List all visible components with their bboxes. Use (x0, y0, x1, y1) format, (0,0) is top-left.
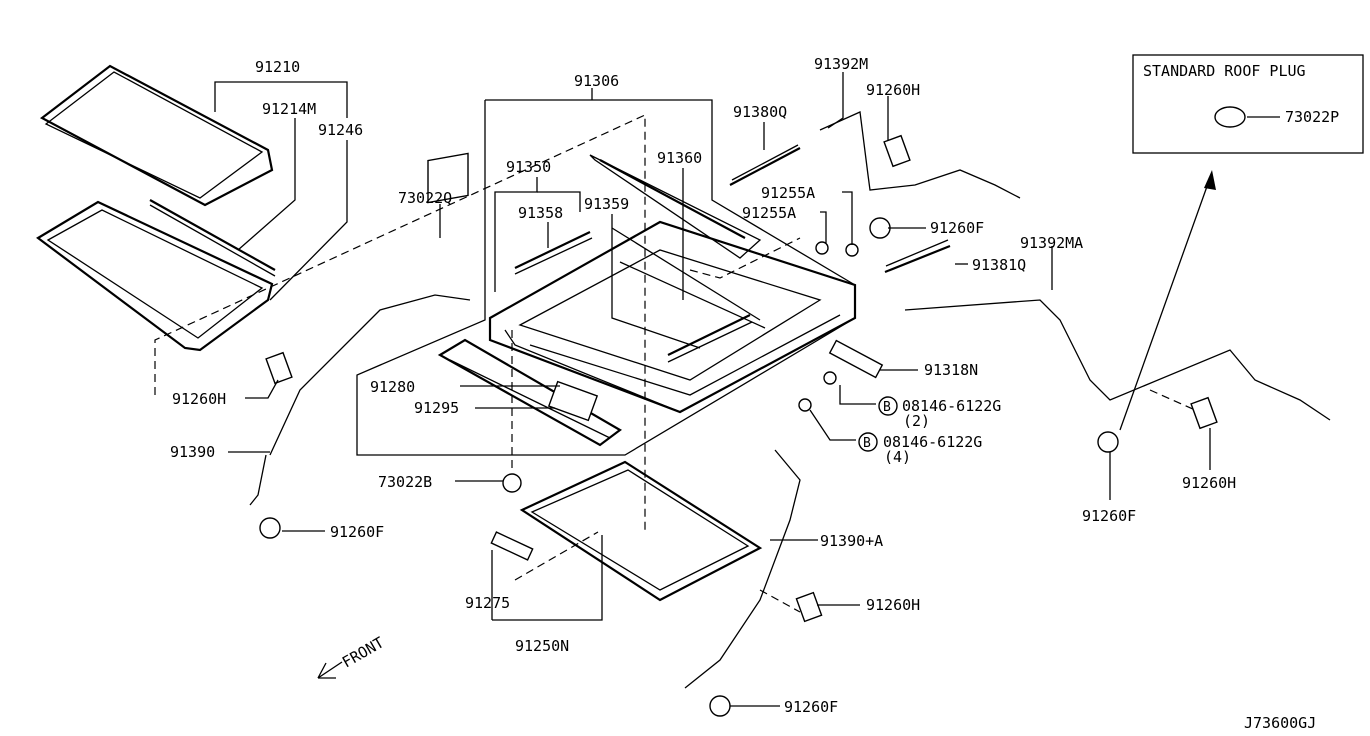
bracket-91275-drawing (490, 531, 534, 561)
label-91246: 91246 (318, 121, 363, 139)
label-91350: 91350 (506, 158, 551, 176)
drain-hose-91392MA-drawing (904, 299, 1331, 421)
seal-91380Q-drawing (729, 147, 801, 186)
label-91260F-bottom: 91260F (784, 698, 838, 716)
drain-hose-91392M-drawing (819, 111, 1021, 199)
label-91260H-left: 91260H (172, 390, 226, 408)
label-91358: 91358 (518, 204, 563, 222)
rail-91358-drawing (514, 231, 591, 269)
seal-91381Q-drawing (884, 244, 951, 274)
bracket-91318N-drawing (828, 339, 884, 379)
glass-panel-drawing (36, 64, 276, 352)
label-73022Q: 73022Q (398, 189, 452, 207)
label-91390A: 91390+A (820, 532, 883, 550)
label-91214M: 91214M (262, 100, 316, 118)
sunshade-drawing (519, 460, 763, 602)
bolt-symbol-b-label: B (863, 436, 871, 451)
label-91381Q: 91381Q (972, 256, 1026, 274)
label-91255A-2: 91255A (742, 204, 796, 222)
label-91392MA: 91392MA (1020, 234, 1083, 252)
label-91295: 91295 (414, 399, 459, 417)
label-91255A-1: 91255A (761, 184, 815, 202)
bolt-symbol-a-label: B (883, 400, 891, 415)
label-08146-a: 08146-6122G (902, 397, 1001, 415)
rail-91359-drawing (667, 314, 751, 356)
bolt-symbol-a (878, 396, 898, 416)
label-91250N: 91250N (515, 637, 569, 655)
label-91380Q: 91380Q (733, 103, 787, 121)
label-73022B: 73022B (378, 473, 432, 491)
drain-hose-91390A-drawing (684, 449, 801, 689)
label-91260F-left: 91260F (330, 523, 384, 541)
label-91210: 91210 (255, 58, 300, 76)
label-91275: 91275 (465, 594, 510, 612)
label-91392M: 91392M (814, 55, 868, 73)
label-08146-b: 08146-6122G (883, 433, 982, 451)
label-91359: 91359 (584, 195, 629, 213)
label-91260H-top: 91260H (866, 81, 920, 99)
patch-73022Q-drawing (427, 152, 469, 204)
inset-title: STANDARD ROOF PLUG (1143, 62, 1306, 80)
label-91260H-right: 91260H (1182, 474, 1236, 492)
front-label: FRONT (339, 633, 387, 671)
roof-plug-drawing (1214, 106, 1246, 128)
drain-hose-91390-drawing (269, 294, 471, 456)
label-91318N: 91318N (924, 361, 978, 379)
label-08146-a-qty: (2) (903, 412, 930, 430)
label-91280: 91280 (370, 378, 415, 396)
inset-part-label: 73022P (1285, 108, 1339, 126)
label-91260F-top: 91260F (930, 219, 984, 237)
bolt-symbol-b (858, 432, 878, 452)
label-91390: 91390 (170, 443, 215, 461)
diagram-code: J73600GJ (1244, 714, 1316, 732)
plug-73022B-drawing (502, 473, 522, 493)
label-91360: 91360 (657, 149, 702, 167)
deflector-drawing (437, 338, 622, 447)
label-91306: 91306 (574, 72, 619, 90)
inset-box (1132, 54, 1364, 154)
label-08146-b-qty: (4) (884, 448, 911, 466)
label-91260F-right: 91260F (1082, 507, 1136, 525)
motor-bracket-drawing (547, 380, 599, 422)
label-91260H-bottom: 91260H (866, 596, 920, 614)
